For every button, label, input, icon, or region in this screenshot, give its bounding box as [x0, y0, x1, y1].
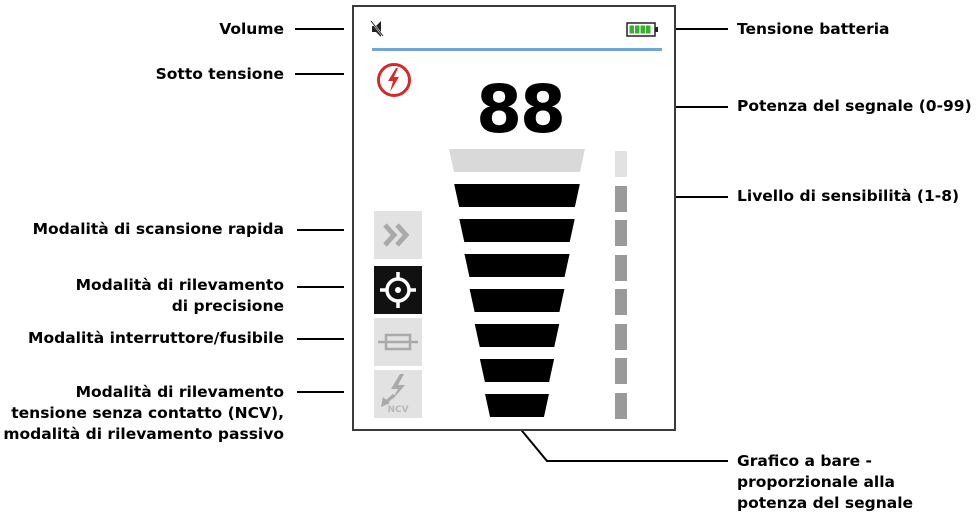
label-volume: Volume — [219, 20, 284, 38]
label-scansione-rapida: Modalità di scansione rapida — [32, 220, 284, 238]
ncv-lightning-icon — [381, 374, 405, 407]
crosshair-icon — [380, 272, 416, 308]
label-ncv-line2: tensione senza contatto (NCV), — [11, 404, 284, 422]
label-tensione-batteria: Tensione batteria — [737, 20, 890, 38]
label-potenza-segnale: Potenza del segnale (0-99) — [737, 97, 972, 115]
sensitivity-segment — [615, 254, 627, 281]
bar-graph-segment — [454, 184, 580, 207]
bar-graph-segment — [469, 289, 565, 312]
signal-strength-value: 88 — [476, 71, 566, 148]
label-grafico-line1: Grafico a bare - — [737, 452, 872, 470]
fuse-icon — [378, 333, 418, 351]
sensitivity-segment — [615, 323, 627, 350]
label-livello-sensibilita: Livello di sensibilità (1-8) — [737, 187, 960, 205]
lightning-circle-icon — [377, 63, 411, 97]
label-grafico-line2: proporzionale alla — [737, 473, 896, 491]
sensitivity-segment — [615, 185, 627, 212]
label-interruttore: Modalità interruttore/fusibile — [28, 329, 284, 347]
leader-sotto-tensione — [295, 73, 344, 75]
double-chevron-icon — [383, 223, 410, 247]
label-precisione-line2: di precisione — [171, 297, 284, 315]
status-bar-separator — [372, 48, 662, 51]
bar-graph-segment — [485, 394, 549, 417]
mode-ncv-button: NCV — [374, 370, 422, 418]
label-sotto-tensione: Sotto tensione — [155, 65, 284, 83]
bar-graph-segment — [474, 324, 560, 347]
leader-scansione-rapida — [297, 229, 344, 231]
bar-graph-segment — [459, 219, 575, 242]
leader-volume — [295, 28, 344, 30]
leader-precisione — [297, 286, 344, 288]
sensitivity-segment — [615, 392, 627, 419]
bar-graph-segment — [479, 359, 555, 382]
label-ncv-line1: Modalità di rilevamento — [75, 383, 284, 401]
label-grafico-line3: potenza del segnale — [737, 494, 914, 512]
mode-precision-button — [374, 266, 422, 314]
sensitivity-segment — [615, 289, 627, 315]
leader-interruttore — [297, 338, 344, 340]
label-precisione-line1: Modalità di rilevamento — [75, 276, 284, 294]
bar-graph-segment — [449, 149, 585, 172]
leader-livello-sensibilita — [632, 196, 728, 198]
sensitivity-segment — [615, 220, 627, 246]
sensitivity-segment — [615, 151, 627, 177]
label-ncv-line3: modalità di rilevamento passivo — [3, 425, 284, 443]
battery-full-icon — [626, 22, 658, 37]
leader-ncv — [297, 391, 344, 393]
mode-fast-scan-button — [374, 211, 422, 259]
leader-tensione-batteria — [664, 28, 728, 30]
sensitivity-segment — [615, 358, 627, 384]
bar-graph — [449, 149, 585, 417]
mode-breaker-fuse-button — [374, 318, 422, 366]
bar-graph-segment — [464, 254, 570, 277]
speaker-muted-icon — [370, 20, 384, 37]
ncv-label: NCV — [387, 405, 409, 415]
device-screen: 88 NCV — [352, 5, 676, 431]
